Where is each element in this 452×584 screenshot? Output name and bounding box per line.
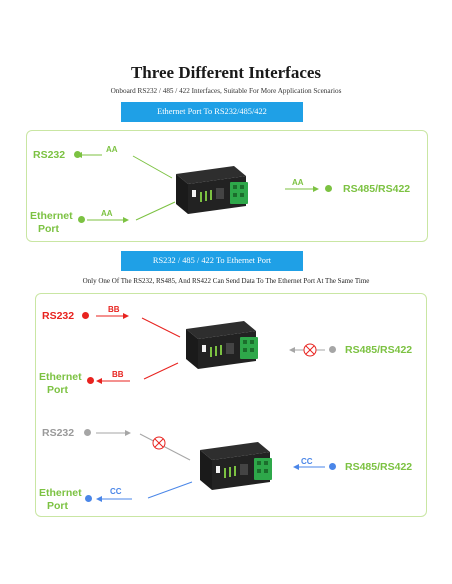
- page-title: Three Different Interfaces: [130, 63, 322, 82]
- ethernet-label-line1: Ethernet: [39, 371, 82, 383]
- rs485-dot: [329, 463, 336, 470]
- rs232-label: RS232: [42, 310, 75, 322]
- rs232-dot: [82, 312, 89, 319]
- section2-banner: RS232 / 485 / 422 To Ethernet Port: [121, 251, 303, 271]
- blocked-icon: [303, 343, 317, 357]
- ethernet-label-line2: Port: [38, 223, 59, 235]
- rs232-dot: [74, 151, 81, 158]
- device-icon: [176, 166, 248, 214]
- section2-note: Only One Of The RS232, RS485, And RS422 …: [82, 277, 370, 285]
- ethernet-label-line2: Port: [47, 500, 68, 512]
- rs232-dot: [84, 429, 91, 436]
- ethernet-label-line2: Port: [47, 384, 68, 396]
- rs485-label: RS485/RS422: [345, 344, 413, 356]
- ethernet-tag: CC: [110, 487, 122, 496]
- ethernet-label-line1: Ethernet: [39, 487, 82, 499]
- ethernet-tag: AA: [101, 209, 113, 218]
- page-subtitle: Onboard RS232 / 485 / 422 Interfaces, Su…: [110, 87, 342, 95]
- ethernet-dot: [87, 377, 94, 384]
- rs485-tag: AA: [292, 178, 304, 187]
- ethernet-dot: [78, 216, 85, 223]
- blocked-icon: [152, 436, 166, 450]
- rs232-label: RS232: [42, 427, 75, 439]
- rs232-label: RS232: [33, 149, 66, 161]
- ethernet-dot: [85, 495, 92, 502]
- rs485-label: RS485/RS422: [345, 461, 413, 473]
- rs485-dot: [329, 346, 336, 353]
- rs232-tag: BB: [108, 305, 120, 314]
- ethernet-label-line1: Ethernet: [30, 210, 73, 222]
- rs485-dot: [325, 185, 332, 192]
- ethernet-tag: BB: [112, 370, 124, 379]
- device-icon: [186, 321, 258, 369]
- section1-banner: Ethernet Port To RS232/485/422: [121, 102, 303, 122]
- rs232-tag: AA: [106, 145, 118, 154]
- rs485-label: RS485/RS422: [343, 183, 411, 195]
- rs485-tag: CC: [301, 457, 313, 466]
- device-icon: [200, 442, 272, 490]
